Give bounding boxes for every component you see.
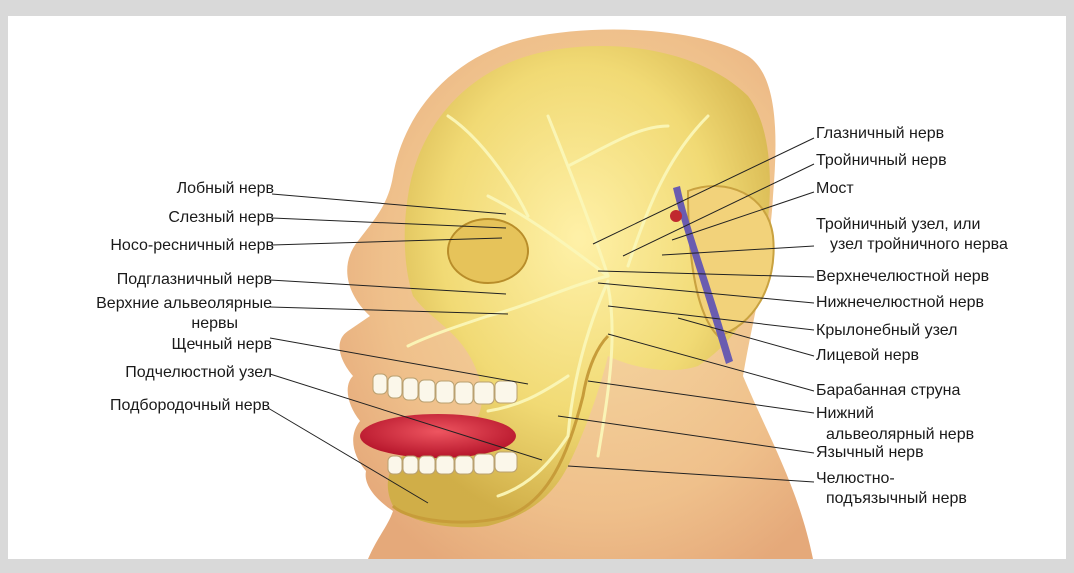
label-lacrimal-nerve: Слезный нерв	[168, 209, 274, 227]
label-nasociliary-nerve: Носо-ресничный нерв	[110, 237, 274, 255]
label-mental-nerve: Подбородочный нерв	[110, 397, 270, 415]
label-mylohyoid-line1: Челюстно-	[816, 470, 895, 488]
label-submandibular-ganglion: Подчелюстной узел	[125, 364, 272, 382]
label-buccal-nerve: Щечный нерв	[171, 336, 272, 354]
label-trigeminal-ganglion-line1: Тройничный узел, или	[816, 216, 980, 234]
diagram-panel: Лобный нерв Слезный нерв Носо-ресничный …	[8, 16, 1066, 559]
label-trigeminal-nerve: Тройничный нерв	[816, 152, 947, 170]
orbit	[448, 219, 528, 283]
label-inferior-alveolar-line2: альвеолярный нерв	[826, 426, 974, 444]
label-infraorbital-nerve: Подглазничный нерв	[117, 271, 272, 289]
label-superior-alveolar-line1: Верхние альвеолярные	[96, 295, 272, 313]
red-spot	[670, 210, 682, 222]
label-frontal-nerve: Лобный нерв	[177, 180, 274, 198]
tongue	[360, 414, 516, 458]
label-mandibular-nerve: Нижнечелюстной нерв	[816, 294, 984, 312]
label-superior-alveolar-line2: нервы	[191, 315, 238, 333]
label-ophthalmic-nerve: Глазничный нерв	[816, 125, 944, 143]
label-pterygopalatine-ganglion: Крылонебный узел	[816, 322, 957, 340]
label-mylohyoid-line2: подъязычный нерв	[826, 490, 967, 508]
label-pons: Мост	[816, 180, 854, 198]
label-inferior-alveolar-line1: Нижний	[816, 405, 874, 423]
label-lingual-nerve: Язычный нерв	[816, 444, 924, 462]
label-trigeminal-ganglion-line2: узел тройничного нерва	[830, 236, 1008, 254]
label-maxillary-nerve: Верхнечелюстной нерв	[816, 268, 989, 286]
label-chorda-tympani: Барабанная струна	[816, 382, 960, 400]
label-facial-nerve: Лицевой нерв	[816, 347, 919, 365]
